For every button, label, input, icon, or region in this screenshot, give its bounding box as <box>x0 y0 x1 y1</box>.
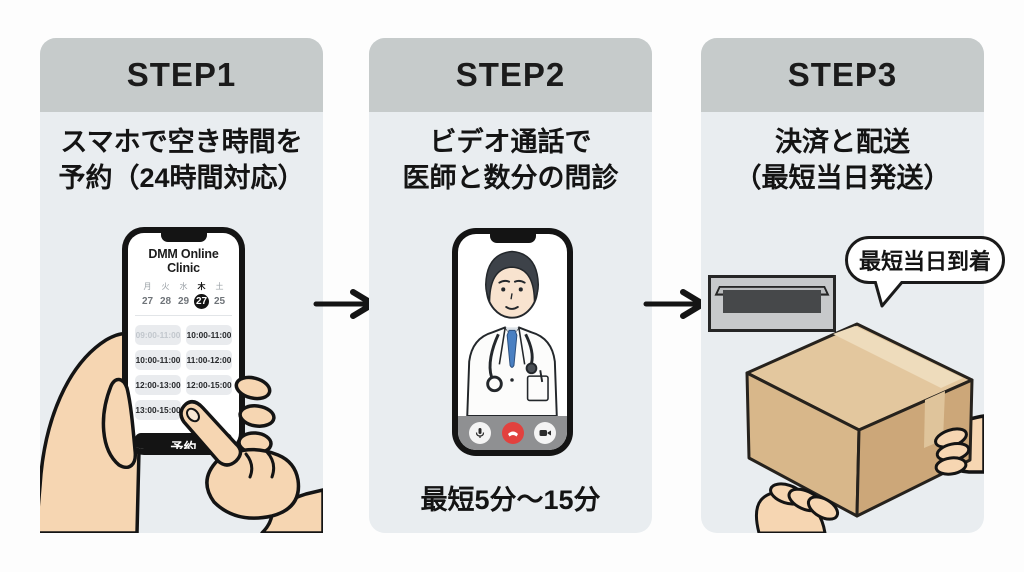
date-cell: 27 <box>141 296 154 307</box>
step2-label: STEP2 <box>455 56 566 93</box>
weekday: 月 <box>143 282 152 291</box>
weekday: 土 <box>215 282 224 291</box>
clinic-app-title: DMM Online Clinic <box>148 247 219 275</box>
video-camera-icon <box>534 422 557 444</box>
step2-panel: STEP2 ビデオ通話で 医師と数分の問診 <box>369 38 652 533</box>
step2-title-line2: 医師と数分の問診 <box>402 162 619 193</box>
video-call-screen <box>458 234 567 450</box>
step3-panel: STEP3 決済と配送 （最短当日発送） 最短当日到着 <box>701 38 1005 533</box>
time-slot-disabled: 09:00-11:00 <box>135 325 181 345</box>
step1-panel: STEP1 スマホで空き時間を 予約（24時間対応） DMM Online Cl… <box>40 38 323 533</box>
package-box-illustration <box>745 322 984 533</box>
mail-slot-opening <box>723 290 821 313</box>
step3-title-line2: （最短当日発送） <box>734 162 951 193</box>
step1-title-line2: 予約（24時間対応） <box>58 162 305 193</box>
step3-title: 決済と配送 （最短当日発送） <box>701 125 984 196</box>
time-slot: 10:00-11:00 <box>186 325 232 345</box>
date-cell: 28 <box>159 296 172 307</box>
step1-title: スマホで空き時間を 予約（24時間対応） <box>40 125 323 196</box>
step1-header: STEP1 <box>40 38 323 112</box>
step1-title-line1: スマホで空き時間を <box>60 127 303 157</box>
time-slot: 12:00-15:00 <box>186 375 232 395</box>
step3-illustration: 最短当日到着 <box>701 188 1005 533</box>
step3-header: STEP3 <box>701 38 984 112</box>
call-controls-bar <box>458 416 567 450</box>
step1-illustration: DMM Online Clinic 月 火 水 木 土 27 28 29 27 … <box>40 188 323 533</box>
date-cell: 25 <box>213 296 226 307</box>
step1-label: STEP1 <box>126 56 237 93</box>
step2-title: ビデオ通話で 医師と数分の問診 <box>369 125 652 196</box>
mail-slot <box>708 275 836 332</box>
date-cell: 29 <box>177 296 190 307</box>
time-slot: 12:00-13:00 <box>135 375 181 395</box>
calendar-date-row: 27 28 29 27 25 <box>135 293 232 316</box>
weekday: 火 <box>161 282 170 291</box>
pointing-hand-illustration <box>101 375 323 533</box>
duration-caption: 最短5分〜15分 <box>420 485 601 515</box>
time-slot: 10:00-11:00 <box>135 350 181 370</box>
time-slot-grid: 09:00-11:00 10:00-11:00 10:00-11:00 11:0… <box>135 325 232 420</box>
doctor-illustration <box>466 250 558 416</box>
step3-label: STEP3 <box>787 56 898 93</box>
phone-notch <box>160 233 207 242</box>
speech-bubble-tail <box>873 281 905 308</box>
time-slot: 13:00-15:00 <box>135 400 181 420</box>
step2-illustration: 最短5分〜15分 <box>369 188 652 533</box>
step2-header: STEP2 <box>369 38 652 112</box>
weekday: 水 <box>179 282 188 291</box>
weekday-selected: 木 <box>197 282 206 291</box>
phone-notch <box>489 234 536 243</box>
end-call-icon <box>501 422 524 444</box>
delivery-speech-bubble: 最短当日到着 <box>845 236 1005 284</box>
step2-title-line1: ビデオ通話で <box>429 127 592 157</box>
mic-icon <box>468 422 491 444</box>
date-cell-selected: 27 <box>194 294 209 309</box>
step2-phone <box>452 228 573 456</box>
time-slot: 11:00-12:00 <box>186 350 232 370</box>
step3-title-line1: 決済と配送 <box>775 127 910 157</box>
calendar-weekday-row: 月 火 水 木 土 <box>135 275 232 293</box>
